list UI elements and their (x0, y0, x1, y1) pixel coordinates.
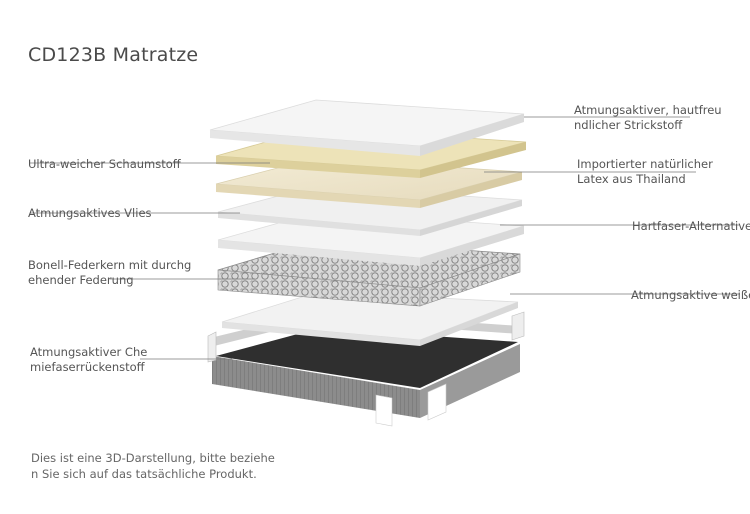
label-chemical-fiber: Atmungsaktiver Che miefaserrückenstoff (30, 345, 147, 375)
label-latex: Importierter natürlicher Latex aus Thail… (577, 157, 713, 187)
leader-lines-right (484, 116, 740, 295)
label-line: Atmungsaktives Vlies (28, 206, 152, 220)
label-hard-fiber: Hartfaser-Alternative (632, 219, 750, 234)
label-line: Atmungsaktive weiße (631, 288, 750, 302)
frame-base-layer (207, 311, 525, 427)
label-soft-foam: Ultra-weicher Schaumstoff (28, 157, 181, 172)
leader-lines-left (30, 162, 270, 360)
label-line: Latex aus Thailand (577, 172, 686, 186)
white-breathable-layer (221, 291, 519, 346)
label-line: Bonell-Federkern mit durchg (28, 258, 192, 272)
disclaimer-note: Dies ist eine 3D-Darstellung, bitte bezi… (31, 450, 275, 482)
label-line: miefaserrückenstoff (30, 360, 145, 374)
label-knit-fabric: Atmungsaktiver, hautfreu ndlicher Strick… (574, 103, 722, 133)
label-line: Atmungsaktiver, hautfreu (574, 103, 722, 117)
label-line: Atmungsaktiver Che (30, 345, 148, 359)
knit-top-layer (209, 99, 525, 156)
label-line: Importierter natürlicher (577, 157, 713, 171)
label-line: ehender Federung (28, 273, 134, 287)
label-spring-core: Bonell-Federkern mit durchg ehender Fede… (28, 258, 191, 288)
label-fleece: Atmungsaktives Vlies (28, 206, 152, 221)
label-line: ndlicher Strickstoff (574, 118, 683, 132)
note-line: n Sie sich auf das tatsächliche Produkt. (31, 467, 257, 481)
label-line: Hartfaser-Alternative (632, 219, 750, 233)
label-white-breathable: Atmungsaktive weiße (631, 288, 750, 303)
page-title: CD123B Matratze (28, 44, 199, 66)
note-line: Dies ist eine 3D-Darstellung, bitte bezi… (31, 451, 275, 465)
label-line: Ultra-weicher Schaumstoff (28, 157, 181, 171)
